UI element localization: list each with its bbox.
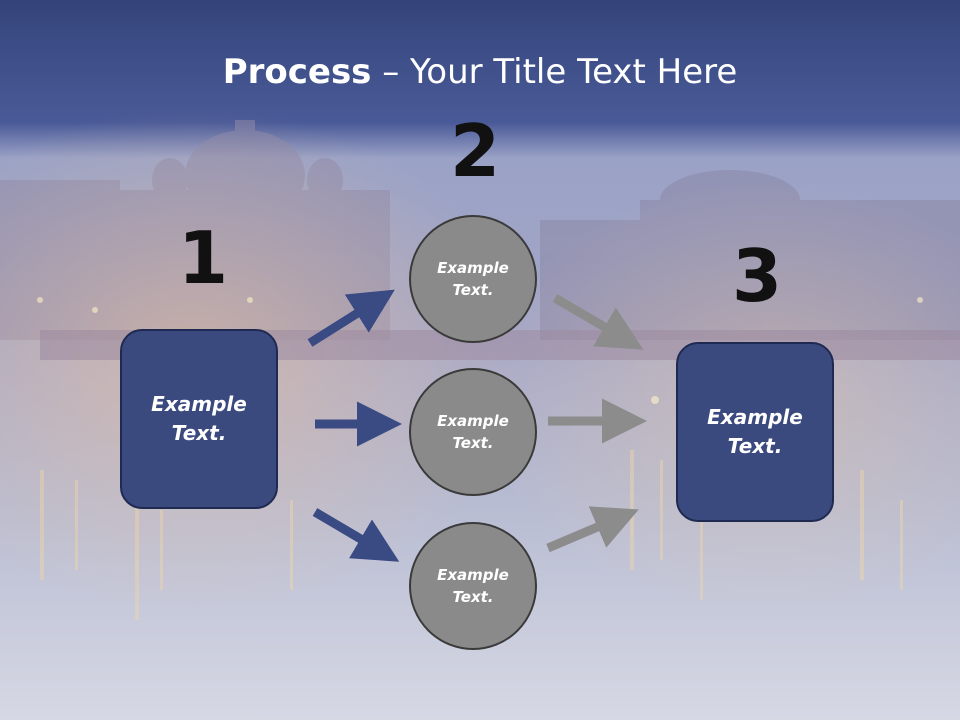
step-1-box-text: Example Text. (151, 390, 247, 448)
circle-bottom-line1: Example (437, 565, 509, 584)
step-3-box-line2: Text. (727, 434, 783, 458)
step-number-2: 2 (450, 109, 501, 193)
circle-top-line2: Text. (452, 281, 494, 299)
circle-top-line1: Example (437, 258, 509, 277)
circle-bottom: Example Text. (409, 522, 537, 650)
circle-middle-line2: Text. (452, 434, 494, 452)
step-3-box-line1: Example (707, 405, 803, 429)
circle-bottom-line2: Text. (452, 588, 494, 606)
title-rest: – Your Title Text Here (371, 52, 738, 92)
circle-middle-line1: Example (437, 411, 509, 430)
step-3-box-text: Example Text. (707, 403, 803, 461)
step-number-1: 1 (178, 216, 229, 300)
step-number-3: 3 (732, 234, 783, 318)
title-bold: Process (222, 52, 372, 92)
step-1-box-line1: Example (151, 392, 247, 416)
step-1-box-line2: Text. (171, 421, 227, 445)
circle-top: Example Text. (409, 215, 537, 343)
circle-middle: Example Text. (409, 368, 537, 496)
step-3-box: Example Text. (676, 342, 834, 522)
page-title: Process – Your Title Text Here (0, 52, 960, 92)
step-1-box: Example Text. (120, 329, 278, 509)
